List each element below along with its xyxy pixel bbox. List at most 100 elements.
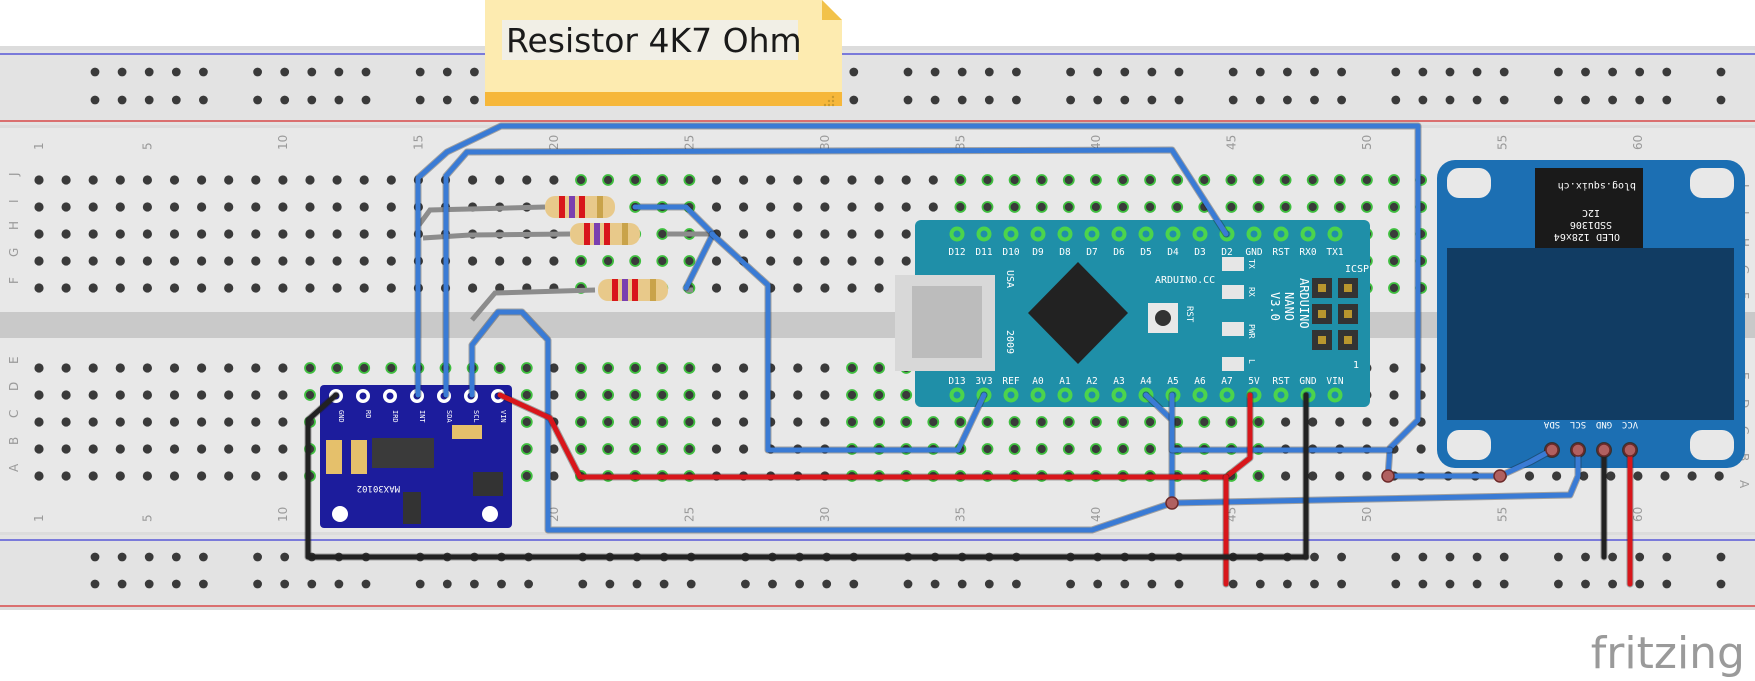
breadboard-hole[interactable] xyxy=(468,283,478,293)
rail-hole[interactable] xyxy=(1337,67,1346,77)
breadboard-hole[interactable] xyxy=(1118,417,1128,427)
rail-hole[interactable] xyxy=(334,95,344,105)
rail-hole[interactable] xyxy=(903,95,913,105)
breadboard-hole[interactable] xyxy=(1172,175,1182,185)
breadboard-hole[interactable] xyxy=(197,471,207,481)
breadboard-hole[interactable] xyxy=(847,202,857,212)
breadboard-hole[interactable] xyxy=(1118,444,1128,454)
rail-hole[interactable] xyxy=(280,95,290,105)
breadboard-hole[interactable] xyxy=(251,390,261,400)
breadboard-hole[interactable] xyxy=(278,229,288,239)
breadboard-hole[interactable] xyxy=(1633,471,1643,481)
breadboard-hole[interactable] xyxy=(305,390,315,400)
rail-hole[interactable] xyxy=(930,579,940,589)
breadboard-hole[interactable] xyxy=(522,175,532,185)
breadboard-hole[interactable] xyxy=(169,417,180,427)
breadboard-hole[interactable] xyxy=(1714,471,1724,481)
breadboard-hole[interactable] xyxy=(630,363,640,373)
rail-hole[interactable] xyxy=(442,95,452,105)
rail-hole[interactable] xyxy=(144,552,154,562)
breadboard-hole[interactable] xyxy=(142,363,152,373)
breadboard-hole[interactable] xyxy=(1308,175,1318,185)
rail-hole[interactable] xyxy=(1066,579,1075,589)
breadboard-hole[interactable] xyxy=(630,444,640,454)
breadboard-hole[interactable] xyxy=(1145,175,1155,185)
breadboard-hole[interactable] xyxy=(224,390,234,400)
breadboard-hole[interactable] xyxy=(142,229,152,239)
rail-hole[interactable] xyxy=(1662,552,1672,562)
breadboard-hole[interactable] xyxy=(115,256,125,266)
breadboard-hole[interactable] xyxy=(197,256,207,266)
breadboard-hole[interactable] xyxy=(305,363,315,373)
breadboard-hole[interactable] xyxy=(955,175,966,185)
breadboard-hole[interactable] xyxy=(847,175,857,185)
breadboard-hole[interactable] xyxy=(169,283,180,293)
breadboard-hole[interactable] xyxy=(197,444,207,454)
rail-hole[interactable] xyxy=(253,579,262,589)
breadboard-hole[interactable] xyxy=(1145,444,1155,454)
rail-hole[interactable] xyxy=(1418,95,1428,105)
breadboard-hole[interactable] xyxy=(386,256,396,266)
breadboard-hole[interactable] xyxy=(603,256,613,266)
breadboard-hole[interactable] xyxy=(549,471,559,481)
rail-hole[interactable] xyxy=(497,579,506,589)
breadboard-hole[interactable] xyxy=(603,417,613,427)
breadboard-hole[interactable] xyxy=(1335,202,1345,212)
breadboard-hole[interactable] xyxy=(1281,202,1291,212)
breadboard-hole[interactable] xyxy=(793,202,803,212)
rail-hole[interactable] xyxy=(822,579,832,589)
rail-hole[interactable] xyxy=(171,552,181,562)
breadboard-hole[interactable] xyxy=(142,471,152,481)
breadboard-hole[interactable] xyxy=(278,202,288,212)
breadboard-hole[interactable] xyxy=(495,175,505,185)
rail-hole[interactable] xyxy=(1337,552,1346,562)
breadboard-hole[interactable] xyxy=(766,175,776,185)
breadboard-hole[interactable] xyxy=(197,202,207,212)
rail-hole[interactable] xyxy=(1391,552,1401,562)
breadboard-hole[interactable] xyxy=(169,444,180,454)
breadboard-hole[interactable] xyxy=(1389,283,1399,293)
breadboard-hole[interactable] xyxy=(739,390,749,400)
breadboard-hole[interactable] xyxy=(1010,444,1020,454)
rail-hole[interactable] xyxy=(1093,579,1103,589)
breadboard-hole[interactable] xyxy=(1335,417,1345,427)
breadboard-hole[interactable] xyxy=(1281,175,1291,185)
breadboard-hole[interactable] xyxy=(1199,175,1209,185)
rail-hole[interactable] xyxy=(1012,579,1021,589)
breadboard-hole[interactable] xyxy=(820,256,830,266)
breadboard-hole[interactable] xyxy=(549,175,559,185)
breadboard-hole[interactable] xyxy=(1579,471,1589,481)
rail-hole[interactable] xyxy=(1581,579,1590,589)
breadboard-hole[interactable] xyxy=(224,417,234,427)
breadboard-hole[interactable] xyxy=(1064,417,1074,427)
rail-hole[interactable] xyxy=(1283,579,1292,589)
breadboard-hole[interactable] xyxy=(88,444,98,454)
rail-hole[interactable] xyxy=(1581,95,1590,105)
breadboard-hole[interactable] xyxy=(793,175,803,185)
breadboard-hole[interactable] xyxy=(766,256,776,266)
breadboard-hole[interactable] xyxy=(1687,471,1697,481)
rail-hole[interactable] xyxy=(1418,552,1428,562)
rail-hole[interactable] xyxy=(1662,67,1672,77)
breadboard-hole[interactable] xyxy=(251,363,261,373)
rail-hole[interactable] xyxy=(1066,95,1075,105)
breadboard-hole[interactable] xyxy=(115,471,125,481)
breadboard-hole[interactable] xyxy=(34,229,44,239)
breadboard-hole[interactable] xyxy=(1362,175,1372,185)
breadboard-hole[interactable] xyxy=(1308,471,1318,481)
rail-hole[interactable] xyxy=(1716,552,1726,562)
rail-hole[interactable] xyxy=(253,67,262,77)
rail-hole[interactable] xyxy=(1093,95,1103,105)
rail-hole[interactable] xyxy=(1093,67,1103,77)
breadboard-hole[interactable] xyxy=(251,256,261,266)
breadboard-hole[interactable] xyxy=(386,283,396,293)
breadboard-hole[interactable] xyxy=(793,417,803,427)
breadboard-hole[interactable] xyxy=(1064,202,1074,212)
breadboard-hole[interactable] xyxy=(359,283,369,293)
breadboard-hole[interactable] xyxy=(928,175,938,185)
breadboard-hole[interactable] xyxy=(928,417,938,427)
rail-hole[interactable] xyxy=(470,67,479,77)
breadboard-hole[interactable] xyxy=(847,229,857,239)
breadboard-hole[interactable] xyxy=(386,229,396,239)
wire-scl[interactable] xyxy=(469,309,1581,533)
